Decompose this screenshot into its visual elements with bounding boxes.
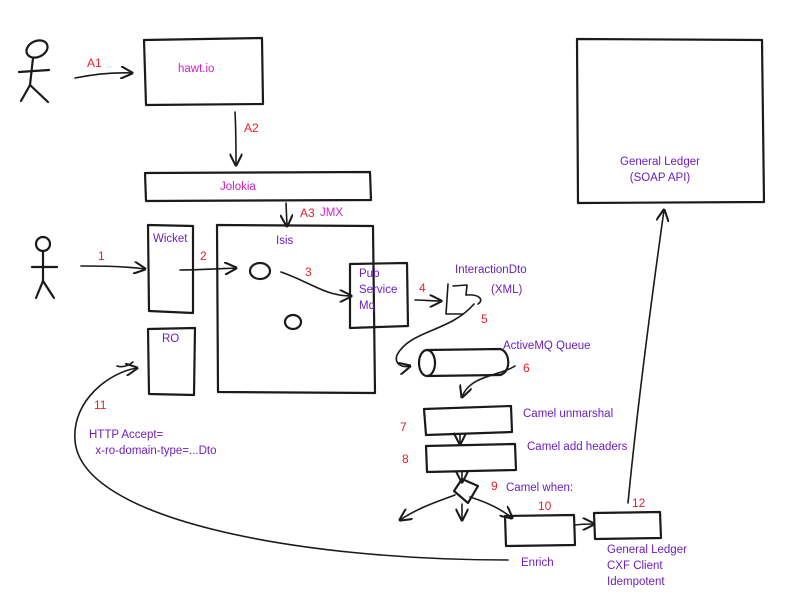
arrow-3 — [280, 271, 351, 296]
arrow-2 — [179, 268, 236, 270]
interaction-dto-icon — [445, 283, 482, 315]
activemq-queue-label: ActiveMQ Queue — [503, 340, 591, 352]
cxf-client-box — [592, 510, 663, 541]
jolokia-box — [143, 170, 373, 203]
isis-label: Isis — [276, 235, 294, 247]
ro-label: RO — [162, 333, 180, 345]
activemq-queue-icon — [417, 347, 510, 378]
step-label-12: 12 — [632, 496, 646, 510]
arrow-a2 — [235, 111, 236, 165]
enrich-box — [503, 513, 577, 548]
camel-when-diamond-icon — [452, 477, 480, 505]
step-label-2: 2 — [200, 249, 207, 263]
pub-service-box — [348, 261, 410, 330]
admin-actor-icon — [17, 39, 51, 104]
step-label-7: 7 — [400, 420, 407, 434]
pub-service-label: Pub Service Mq — [359, 268, 398, 312]
general-ledger-api-label: General Ledger (SOAP API) — [620, 156, 700, 184]
camel-when-label: Camel when: — [506, 482, 574, 494]
arrow-a3 — [286, 202, 287, 226]
arrow-1 — [80, 266, 145, 269]
isis-box — [215, 223, 377, 395]
jmx-label: JMX — [320, 207, 343, 219]
step-label-a3: A3 — [300, 206, 315, 220]
arrow-11 — [74, 368, 509, 561]
step-label-9: 9 — [491, 479, 498, 493]
jolokia-label: Jolokia — [220, 181, 256, 193]
enrich-label: Enrich — [521, 557, 554, 569]
arrow-when-right — [469, 496, 512, 518]
arrow-6 — [462, 365, 516, 397]
hawtio-box — [142, 36, 265, 107]
camel-add-headers-label: Camel add headers — [527, 441, 628, 453]
ro-box — [146, 326, 197, 397]
arrow-12 — [627, 210, 664, 504]
isis-object-1-icon — [248, 261, 272, 281]
step-label-a2: A2 — [244, 121, 259, 135]
xml-label: (XML) — [491, 284, 523, 296]
arrow-when-left — [400, 494, 456, 520]
arrow-ro-tick — [116, 361, 134, 368]
wicket-label: Wicket — [153, 233, 188, 245]
camel-unmarshal-label: Camel unmarshal — [523, 408, 614, 420]
cxf-client-label: General Ledger CXF Client Idempotent — [607, 544, 687, 588]
step-label-4: 4 — [419, 281, 426, 295]
step-label-3: 3 — [305, 265, 312, 279]
step-label-11: 11 — [94, 398, 107, 412]
arrow-4 — [414, 300, 441, 301]
arrow-a1 — [74, 73, 132, 78]
camel-add-headers-box — [424, 442, 518, 474]
hawtio-label: hawt.io — [178, 63, 215, 75]
arrow-5 — [395, 303, 475, 367]
step-label-5: 5 — [481, 312, 488, 326]
wicket-box — [146, 223, 195, 315]
interaction-dto-label: InteractionDto — [455, 264, 527, 276]
isis-object-2-icon — [283, 313, 303, 331]
arrow-10 — [574, 524, 594, 525]
step-label-6: 6 — [523, 361, 530, 375]
general-ledger-box — [575, 37, 766, 205]
step-label-10: 10 — [538, 499, 552, 513]
http-accept-label: HTTP Accept= x-ro-domain-type=...Dto — [89, 429, 217, 457]
step-label-a1: A1 — [87, 56, 102, 70]
camel-unmarshal-box — [422, 404, 514, 437]
user-actor-icon — [30, 235, 59, 300]
step-label-1: 1 — [98, 249, 105, 263]
step-label-8: 8 — [402, 452, 409, 466]
